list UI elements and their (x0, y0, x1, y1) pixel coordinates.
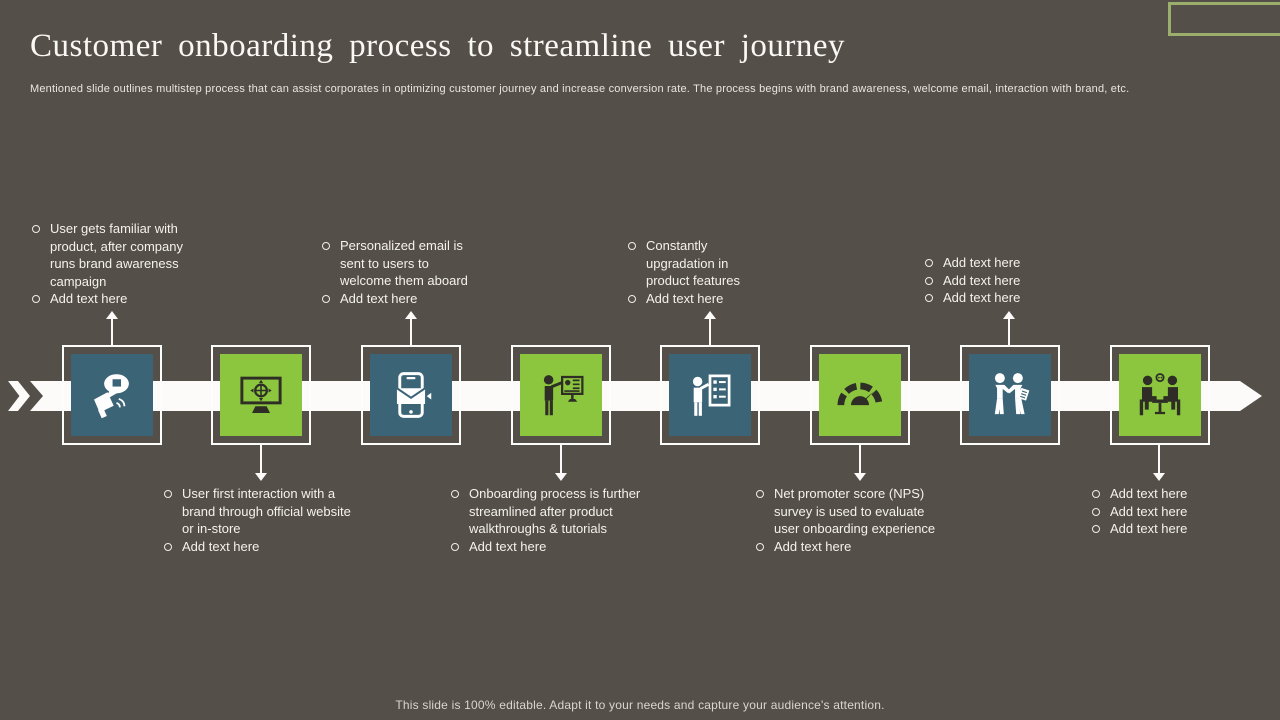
bullet-marker (756, 542, 764, 551)
connector-step-2 (255, 445, 267, 481)
monitor-target-icon (240, 376, 282, 413)
bullet-marker (164, 542, 172, 551)
step-square-meeting (1119, 354, 1201, 436)
connector-step-5 (704, 311, 716, 347)
smartphone-email-icon (396, 372, 432, 418)
text-block-brand-awareness: User gets familiar with product, after c… (32, 220, 184, 308)
step-square-nps-survey (819, 354, 901, 436)
bullet-marker (925, 276, 933, 285)
bullet-text: Add text here (1110, 503, 1188, 519)
bullet-marker (628, 242, 636, 250)
text-block-walkthroughs: Onboarding process is further streamline… (451, 485, 649, 555)
text-block-first-interaction: User first interaction with a brand thro… (164, 485, 356, 555)
step-frame-4 (511, 345, 611, 445)
bullet-marker (164, 490, 172, 498)
bullet-text: Constantly upgradation in product featur… (646, 238, 740, 288)
bullet-text: Onboarding process is further streamline… (469, 486, 641, 536)
text-block-product-upgradation: Constantly upgradation in product featur… (628, 237, 750, 307)
bullet-text: Add text here (50, 291, 128, 306)
meeting-discussion-icon (1139, 373, 1181, 416)
connector-step-8 (1153, 445, 1165, 481)
text-block-handshake: Add text here Add text here Add text her… (925, 254, 1055, 307)
bullet-text: Net promoter score (NPS) survey is used … (774, 486, 936, 536)
bullet-marker (451, 542, 459, 551)
connector-step-4 (555, 445, 567, 481)
step-square-brand-awareness (71, 354, 153, 436)
step-frame-8 (1110, 345, 1210, 445)
step-frame-2 (211, 345, 311, 445)
handshake-people-icon (994, 373, 1030, 415)
connector-step-6 (854, 445, 866, 481)
bullet-text: Personalized email is sent to users to w… (340, 238, 468, 288)
step-square-handshake (969, 354, 1051, 436)
step-square-walkthroughs (520, 354, 602, 436)
step-square-welcome-email (370, 354, 452, 436)
bullet-marker (322, 294, 330, 303)
bullet-marker (32, 295, 40, 303)
presenter-training-icon (543, 375, 584, 416)
text-block-nps-survey: Net promoter score (NPS) survey is used … (756, 485, 940, 555)
megaphone-announcement-icon (94, 374, 129, 419)
bullet-marker (32, 225, 40, 233)
slide-subtitle: Mentioned slide outlines multistep proce… (30, 83, 1130, 95)
connector-step-3 (405, 311, 417, 347)
bullet-text: Add text here (469, 538, 547, 554)
connector-step-1 (106, 311, 118, 347)
bullet-text: User gets familiar with product, after c… (50, 221, 183, 289)
step-square-first-interaction (220, 354, 302, 436)
bullet-text: Add text here (943, 290, 1021, 305)
bullet-text: Add text here (774, 538, 852, 554)
step-frame-6 (810, 345, 910, 445)
bullet-marker (1092, 490, 1100, 498)
bullet-text: Add text here (340, 290, 418, 306)
bullet-marker (756, 490, 764, 498)
text-block-meeting: Add text here Add text here Add text her… (1092, 485, 1222, 538)
corner-accent-rectangle (1168, 2, 1280, 36)
step-frame-7 (960, 345, 1060, 445)
bullet-text: Add text here (182, 538, 260, 554)
bullet-text: User first interaction with a brand thro… (182, 486, 351, 536)
bullet-marker (925, 259, 933, 267)
text-block-welcome-email: Personalized email is sent to users to w… (322, 237, 478, 307)
bullet-marker (925, 294, 933, 302)
bullet-marker (628, 294, 636, 303)
step-square-product-upgradation (669, 354, 751, 436)
bullet-text: Add text here (943, 272, 1021, 288)
bullet-text: Add text here (646, 290, 724, 306)
person-checklist-icon (692, 374, 731, 416)
connector-step-7 (1003, 311, 1015, 347)
slide-footer-note: This slide is 100% editable. Adapt it to… (395, 698, 885, 712)
timeline-chevron-tail (8, 381, 30, 411)
slide-title: Customer onboarding process to streamlin… (30, 28, 845, 64)
bullet-marker (1092, 525, 1100, 533)
bullet-marker (451, 490, 459, 498)
bullet-text: Add text here (943, 255, 1021, 270)
bullet-marker (322, 242, 330, 250)
bullet-text: Add text here (1110, 486, 1188, 501)
bullet-marker (1092, 507, 1100, 516)
bullet-text: Add text here (1110, 521, 1188, 536)
gauge-speedometer-icon (837, 382, 883, 406)
